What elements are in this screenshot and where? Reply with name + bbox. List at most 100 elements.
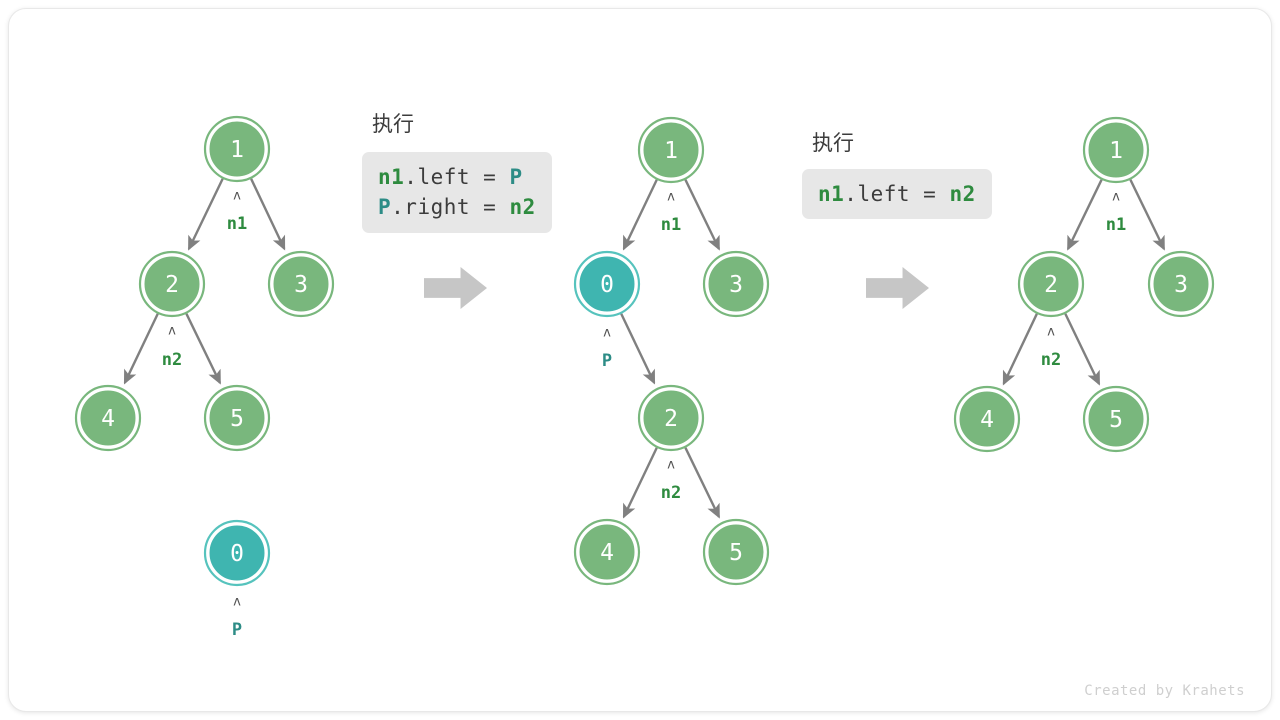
tree-node-4[interactable]: 4 [74, 384, 142, 452]
tree-node-2[interactable]: 2 [1017, 250, 1085, 318]
node-outer-ring [637, 116, 705, 184]
node-value: 5 [1109, 407, 1123, 433]
tree-node-2[interactable]: 2 [138, 250, 206, 318]
node-value: 2 [1044, 272, 1058, 298]
tree-node-2[interactable]: 2 [637, 384, 705, 452]
transition-arrow-icon [424, 267, 487, 309]
tree-node-1[interactable]: 1 [1082, 116, 1150, 184]
node-outer-ring [637, 384, 705, 452]
node-value: 3 [1174, 272, 1188, 298]
pointer-label-P: P [232, 620, 242, 640]
tree-node-4[interactable]: 4 [953, 385, 1021, 453]
node-circle [1152, 255, 1210, 313]
node-circle [208, 120, 266, 178]
tree-node-5[interactable]: 5 [203, 384, 271, 452]
code-token: n1 [818, 182, 845, 206]
tree-node-1[interactable]: 1 [637, 116, 705, 184]
pointer-caret-icon: ʌ [667, 458, 675, 473]
tree-node-4[interactable]: 4 [573, 518, 641, 586]
node-outer-ring [203, 115, 271, 183]
node-value: 5 [729, 540, 743, 566]
code-token: P [509, 165, 523, 189]
node-value: 2 [165, 272, 179, 298]
node-value: 4 [980, 407, 994, 433]
tree-edge [250, 178, 286, 251]
tree-node-0[interactable]: 0 [203, 519, 271, 587]
code-token: n1 [378, 165, 405, 189]
code-token: n2 [509, 195, 536, 220]
pointer-label-n2: n2 [661, 483, 681, 503]
node-outer-ring [74, 384, 142, 452]
node-circle [642, 121, 700, 179]
node-outer-ring [267, 250, 335, 318]
tree-edge [620, 313, 656, 385]
code-token: P [378, 195, 392, 220]
tree-edge [622, 447, 658, 519]
transition-arrow-icon [866, 267, 929, 309]
code-token: .left = [404, 165, 510, 189]
pointer-label-P: P [602, 351, 612, 371]
pointer-caret-icon: ʌ [1112, 190, 1120, 205]
node-outer-ring [573, 518, 641, 586]
node-circle [642, 389, 700, 447]
tree-node-3[interactable]: 3 [702, 250, 770, 318]
node-value: 0 [600, 272, 614, 298]
node-circle [1087, 390, 1145, 448]
pointer-caret-icon: ʌ [667, 190, 675, 205]
node-outer-ring [1082, 385, 1150, 453]
node-value: 0 [230, 541, 244, 567]
node-outer-ring [702, 250, 770, 318]
tree-edge [1066, 179, 1103, 251]
tree-edge [1002, 313, 1038, 386]
tree-node-1[interactable]: 1 [203, 115, 271, 183]
node-circle [208, 389, 266, 447]
node-circle [272, 255, 330, 313]
pointer-caret-icon: ʌ [233, 189, 241, 204]
node-value: 1 [664, 138, 678, 164]
tree-edge [684, 179, 721, 251]
code-token: .right = [391, 195, 510, 220]
node-circle [958, 390, 1016, 448]
exec-label-step2: 执行 [372, 112, 414, 136]
tree-node-3[interactable]: 3 [267, 250, 335, 318]
tree-edge [187, 178, 224, 251]
code-line: n1.left = n2 [818, 179, 976, 209]
node-outer-ring [203, 519, 271, 587]
tree-edge [684, 447, 721, 519]
pointer-caret-icon: ʌ [233, 595, 241, 610]
pointer-label-n2: n2 [1041, 350, 1061, 370]
node-circle [1087, 121, 1145, 179]
pointer-caret-icon: ʌ [603, 326, 611, 341]
pointer-label-n1: n1 [227, 214, 247, 234]
node-value: 2 [664, 406, 678, 432]
node-circle [79, 389, 137, 447]
tree-edge [1064, 313, 1101, 386]
node-outer-ring [1017, 250, 1085, 318]
credit-text: Created by Krahets [1084, 683, 1245, 699]
node-outer-ring [573, 250, 641, 318]
node-value: 3 [294, 272, 308, 298]
node-circle [707, 255, 765, 313]
node-outer-ring [1147, 250, 1215, 318]
node-value: 5 [230, 406, 244, 432]
node-circle [1022, 255, 1080, 313]
tree-node-0[interactable]: 0 [573, 250, 641, 318]
pointer-caret-icon: ʌ [1047, 325, 1055, 340]
pointer-label-n1: n1 [661, 215, 681, 235]
pointer-caret-icon: ʌ [168, 324, 176, 339]
tree-edge [185, 313, 222, 385]
node-value: 3 [729, 272, 743, 298]
tree-node-5[interactable]: 5 [702, 518, 770, 586]
code-line: n1.left = P [378, 162, 536, 192]
node-circle [208, 524, 266, 582]
node-circle [143, 255, 201, 313]
tree-node-5[interactable]: 5 [1082, 385, 1150, 453]
tree-node-3[interactable]: 3 [1147, 250, 1215, 318]
node-outer-ring [953, 385, 1021, 453]
